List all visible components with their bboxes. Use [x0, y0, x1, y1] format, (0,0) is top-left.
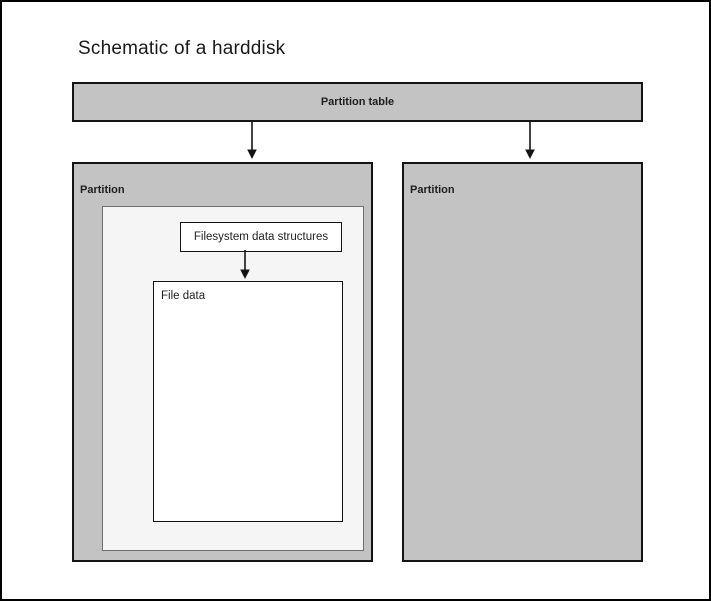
arrow-table-to-left-partition-icon — [247, 120, 257, 159]
file-data-label: File data — [161, 290, 206, 302]
partition-table-box: Partition table — [72, 82, 643, 122]
filesystem-data-structures-box: Filesystem data structures — [180, 222, 342, 252]
file-data-box: File data — [153, 281, 343, 522]
page-title: Schematic of a harddisk — [78, 38, 286, 59]
arrow-table-to-right-partition-icon — [525, 120, 535, 159]
filesystem-data-structures-label: Filesystem data structures — [193, 231, 329, 243]
partition-left-label: Partition — [80, 184, 125, 196]
partition-table-label: Partition table — [320, 96, 395, 108]
partition-right-label: Partition — [410, 184, 455, 196]
partition-right-box: Partition — [402, 162, 643, 562]
